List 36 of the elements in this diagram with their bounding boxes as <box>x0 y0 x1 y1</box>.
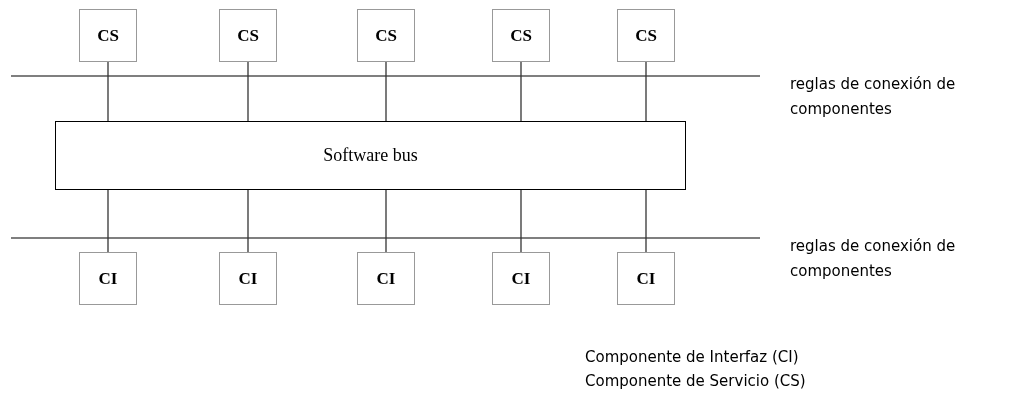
component-box <box>617 9 675 62</box>
node-label: CI <box>238 268 258 289</box>
component-box <box>219 9 277 62</box>
connector-line <box>247 189 249 253</box>
connector-line <box>645 61 647 122</box>
node-label: CI <box>636 268 656 289</box>
component-box <box>492 252 550 305</box>
rule-label: reglas de conexión de componentes <box>790 74 957 120</box>
node-label: CI <box>98 268 118 289</box>
component-box <box>492 9 550 62</box>
rule-label: reglas de conexión de componentes <box>790 236 957 282</box>
legend-note: Componente de Interfaz (CI) <box>585 347 799 368</box>
component-box <box>79 252 137 305</box>
node-label: CI <box>376 268 396 289</box>
node-label: CS <box>510 25 532 46</box>
legend-note: Componente de Servicio (CS) <box>585 371 806 392</box>
connector-line <box>520 189 522 253</box>
connector-line <box>107 61 109 122</box>
connector-line <box>520 61 522 122</box>
component-box <box>79 9 137 62</box>
connector-line <box>645 189 647 253</box>
connector-line <box>385 189 387 253</box>
node-label: CS <box>375 25 397 46</box>
component-box <box>617 252 675 305</box>
component-box <box>219 252 277 305</box>
connector-line <box>385 61 387 122</box>
node-label: CS <box>237 25 259 46</box>
component-box <box>357 252 415 305</box>
node-label: CS <box>97 25 119 46</box>
connector-line <box>107 189 109 253</box>
bus-box <box>55 121 686 190</box>
connector-line <box>247 61 249 122</box>
node-label: CS <box>635 25 657 46</box>
node-label: CI <box>511 268 531 289</box>
component-box <box>357 9 415 62</box>
node-label: Software bus <box>323 145 418 166</box>
